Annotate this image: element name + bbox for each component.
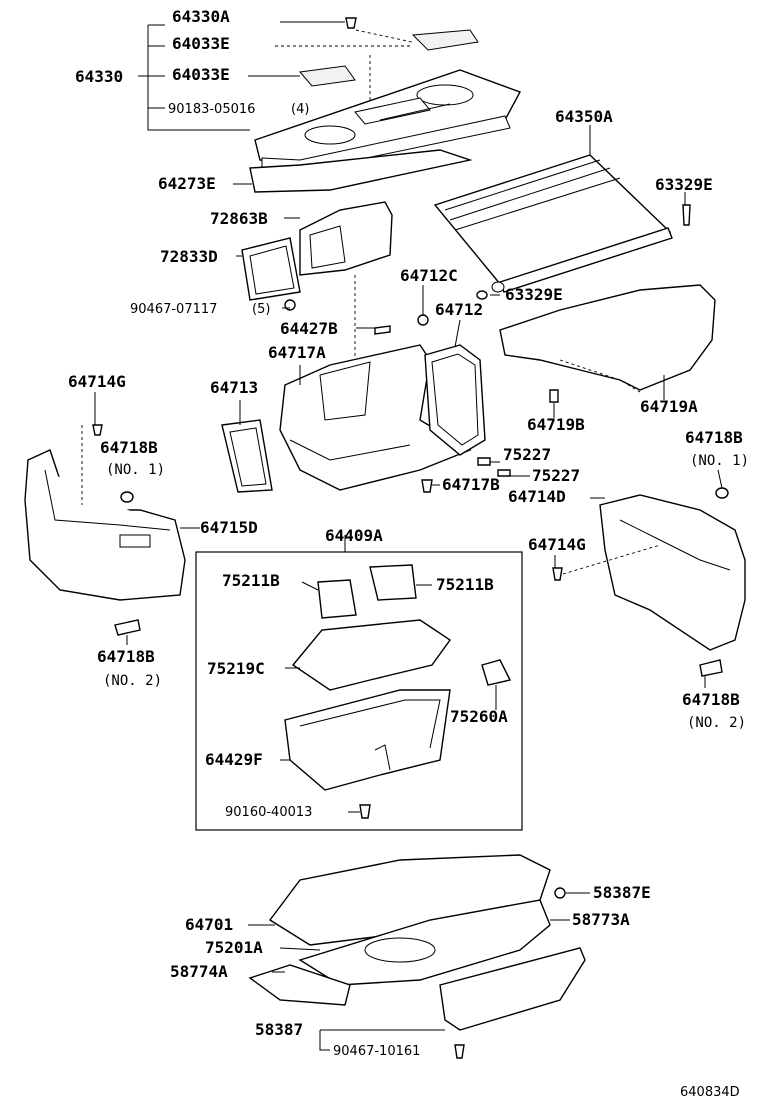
label-64033E-lower: 64033E (172, 65, 230, 84)
label-75211B-right: 75211B (436, 575, 494, 594)
label-64427B: 64427B (280, 319, 338, 338)
label-75227-upper: 75227 (503, 445, 551, 464)
plug-64718B-left-no2 (114, 619, 141, 636)
diagram-code: 640834D (680, 1085, 740, 1100)
label-75219C: 75219C (207, 659, 265, 678)
clip-64712C (417, 314, 429, 326)
label-63329E-lower: 63329E (505, 285, 563, 304)
label-90160-40013: 90160-40013 (225, 805, 312, 820)
label-90183-05016: 90183-05016 (168, 102, 255, 117)
frame-72833D (241, 237, 301, 301)
clips-75227 (477, 457, 511, 477)
label-64409A: 64409A (325, 526, 383, 545)
label-58387: 58387 (255, 1020, 303, 1039)
rear-window-shade (433, 154, 673, 293)
clip-75260A (481, 659, 512, 686)
storage-box-assembly-frame (195, 551, 523, 831)
plug-64718B-right-no2 (699, 659, 723, 677)
label-64714D: 64714D (508, 487, 566, 506)
label-58774A: 58774A (170, 962, 228, 981)
holder-72863B (299, 201, 393, 276)
clip-64719B (549, 389, 559, 403)
label-90467-10161: 90467-10161 (333, 1044, 420, 1059)
label-64701: 64701 (185, 915, 233, 934)
label-64714G-right: 64714G (528, 535, 586, 554)
clip-64717B (421, 479, 433, 493)
label-64718B-left-no1: 64718B (100, 438, 158, 457)
clip-64714G-right (552, 567, 563, 581)
label-64429F: 64429F (205, 750, 263, 769)
label-64718B-right-no1: 64718B (685, 428, 743, 447)
label-64715D: 64715D (200, 518, 258, 537)
label-64718B-left-no2-note: (NO. 2) (103, 673, 162, 689)
label-64330: 64330 (75, 67, 123, 86)
label-64033E-upper: 64033E (172, 34, 230, 53)
cover-58774A (248, 964, 351, 1006)
label-64717B: 64717B (442, 475, 500, 494)
label-64718B-left-no2: 64718B (97, 647, 155, 666)
box-64429F (284, 689, 451, 791)
label-75260A: 75260A (450, 707, 508, 726)
clip-63329E-right (682, 204, 691, 226)
left-side-trim-64715D (24, 449, 186, 601)
label-64719B: 64719B (527, 415, 585, 434)
label-64712: 64712 (435, 300, 483, 319)
label-64714G-left: 64714G (68, 372, 126, 391)
speaker-cover-upper (411, 29, 479, 51)
package-tray-trim (254, 69, 521, 173)
pad-75211B-left (317, 579, 357, 619)
label-72833D: 72833D (160, 247, 218, 266)
trunk-side-trim-64717A (279, 344, 472, 491)
label-64718B-right-no2-note: (NO. 2) (687, 715, 746, 731)
trunk-mat-64701 (268, 854, 551, 946)
plug-64718B-right-no1 (715, 487, 729, 499)
label-64718B-left-no1-note: (NO. 1) (106, 462, 165, 478)
pad-75211B-right (369, 564, 417, 601)
label-64330A: 64330A (172, 7, 230, 26)
scuff-plate-58387 (439, 947, 586, 1031)
plug-64718B-left-no1 (120, 491, 134, 503)
floor-board-75201A (298, 899, 551, 986)
clip-64330A (345, 17, 357, 29)
label-58773A: 58773A (572, 910, 630, 929)
right-side-trim-64714D (599, 494, 746, 651)
clip-64714G-left (92, 424, 103, 436)
label-75227-lower: 75227 (532, 466, 580, 485)
label-63329E-upper: 63329E (655, 175, 713, 194)
leader-lines (94, 21, 723, 1051)
label-64718B-right-no1-note: (NO. 1) (690, 453, 749, 469)
label-64712C: 64712C (400, 266, 458, 285)
label-64350A: 64350A (555, 107, 613, 126)
trunk-trim-cover (499, 284, 716, 393)
board-75219C (291, 619, 451, 691)
label-64273E: 64273E (158, 174, 216, 193)
label-90183-qty: (4) (291, 102, 309, 117)
label-72863B: 72863B (210, 209, 268, 228)
screw-90467-10161 (454, 1044, 465, 1059)
cover-64713 (221, 419, 273, 493)
label-58387E: 58387E (593, 883, 651, 902)
label-90467-07117-qty: (5) (252, 302, 270, 317)
label-75201A: 75201A (205, 938, 263, 957)
clip-63329E-mid (476, 290, 488, 300)
label-75211B-left: 75211B (222, 571, 280, 590)
label-90467-07117: 90467-07117 (130, 302, 217, 317)
clip-64427B (374, 325, 391, 335)
tray-trim-lower (249, 149, 473, 193)
label-64713: 64713 (210, 378, 258, 397)
screw-90160-40013 (359, 804, 371, 819)
label-64718B-right-no2: 64718B (682, 690, 740, 709)
clip-58387E (554, 887, 566, 899)
speaker-cover-lower (299, 65, 356, 87)
label-64717A: 64717A (268, 343, 326, 362)
label-64719A: 64719A (640, 397, 698, 416)
part-number-labels: 64330A 64033E 64330 64033E 90183-05016 (… (68, 7, 749, 1100)
cover-64712 (424, 344, 486, 456)
